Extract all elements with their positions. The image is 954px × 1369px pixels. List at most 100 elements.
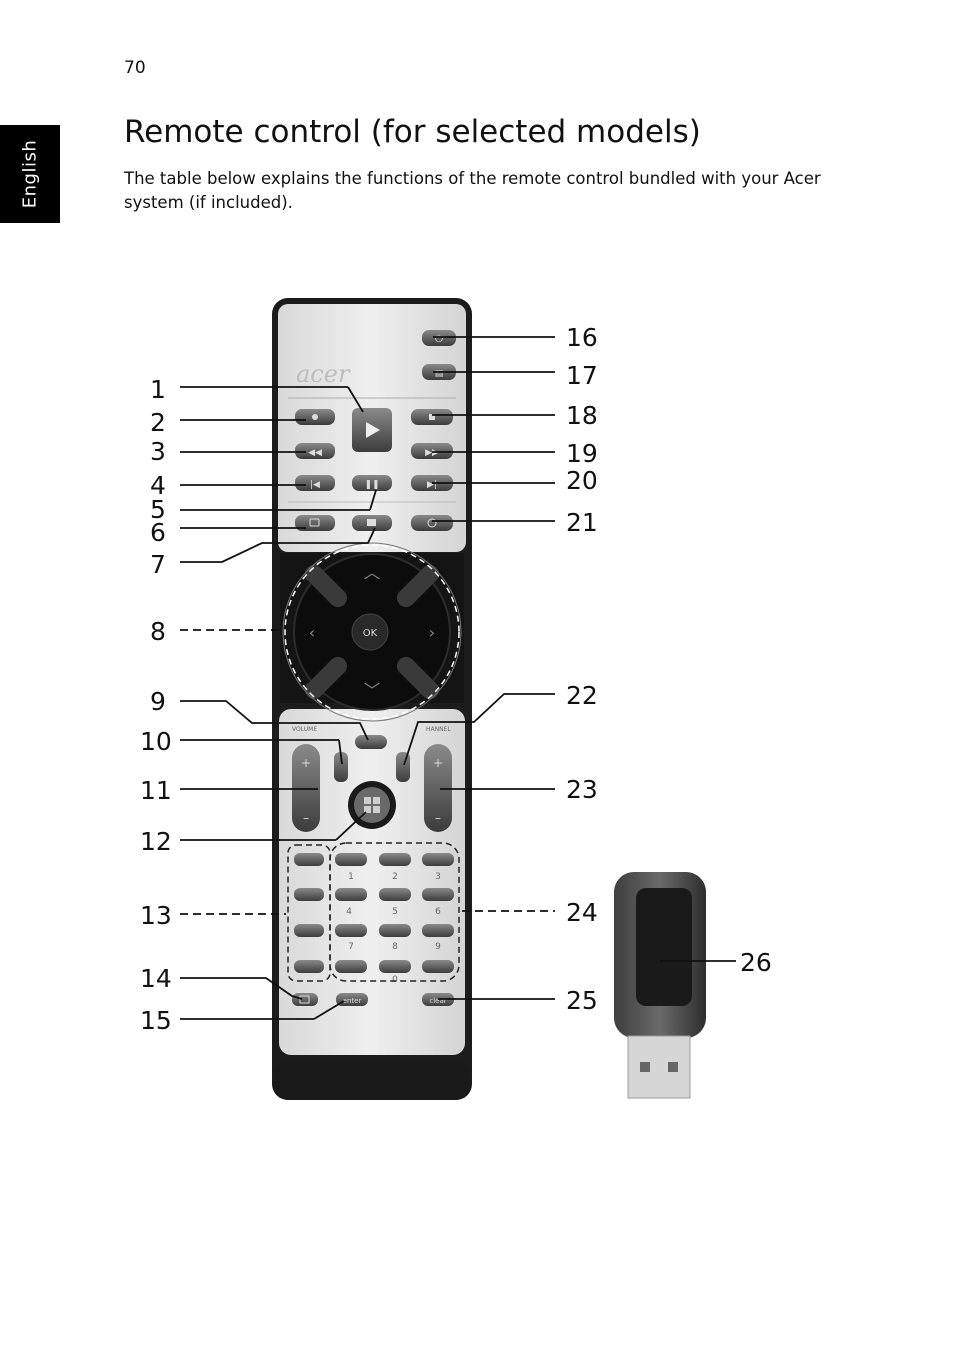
- channel-up-icon: +: [433, 756, 443, 770]
- keypad-digit: 5: [392, 907, 398, 917]
- keypad-button[interactable]: [379, 924, 411, 937]
- side-tab-label: English: [19, 139, 41, 209]
- nav-pad-arms: [305, 565, 439, 699]
- callout-number: 20: [566, 466, 598, 495]
- skip-back-icon: |◀: [310, 480, 320, 490]
- callout-number: 16: [566, 323, 598, 352]
- keypad-button[interactable]: [379, 853, 411, 866]
- dongle-body: [614, 872, 706, 1038]
- callout-number: 18: [566, 401, 598, 430]
- callout-number: 22: [566, 681, 598, 710]
- callout-number: 26: [740, 948, 772, 977]
- connector-slot: [668, 1062, 678, 1072]
- remote-control: acer ⏻ ▤ ◀◀ ▶▶ |◀ ❚❚ ▶|: [272, 298, 472, 1100]
- numeric-keypad: 1 2 3 4 5 6 7 8 9 0: [335, 853, 454, 985]
- keypad-digit: 0: [392, 975, 398, 985]
- callout-number: 6: [150, 518, 166, 547]
- callout-number: 8: [150, 617, 166, 646]
- skip-forward-button[interactable]: [411, 475, 453, 491]
- keypad-button[interactable]: [335, 853, 367, 866]
- pause-icon: ❚❚: [364, 480, 379, 490]
- ok-button[interactable]: [351, 613, 389, 651]
- keypad-button[interactable]: [422, 924, 454, 937]
- play-icon: [366, 422, 380, 438]
- back-button[interactable]: [355, 735, 387, 749]
- remote-shell: [272, 298, 472, 1100]
- guide-icon: ▤: [435, 369, 444, 379]
- nav-up-icon[interactable]: ︿: [364, 563, 380, 582]
- color-button[interactable]: [294, 924, 324, 937]
- connector-slot: [640, 1062, 650, 1072]
- teletext-button[interactable]: [352, 515, 392, 531]
- callout-number: 3: [150, 437, 166, 466]
- record-icon: [312, 414, 318, 420]
- keypad-button[interactable]: [422, 853, 454, 866]
- keypad-digit: 3: [435, 872, 441, 882]
- keypad-button[interactable]: [335, 924, 367, 937]
- windows-logo-icon: [364, 797, 380, 813]
- nav-pad-highlight-outline: [282, 542, 462, 722]
- teletext-toggle-button[interactable]: [292, 993, 318, 1006]
- fast-forward-button[interactable]: [411, 443, 453, 459]
- power-button[interactable]: [422, 330, 456, 346]
- guide-button[interactable]: [422, 364, 456, 380]
- callout-number: 4: [150, 471, 166, 500]
- callout-number: 1: [150, 375, 166, 404]
- callout-number: 25: [566, 986, 598, 1015]
- mute-audio-button[interactable]: [411, 515, 453, 531]
- dongle-connector: [627, 1035, 691, 1099]
- callout-number: 11: [140, 776, 172, 805]
- keypad-digit: 9: [435, 942, 441, 952]
- skip-back-button[interactable]: [295, 475, 335, 491]
- dvd-menu-button[interactable]: [295, 515, 335, 531]
- nav-down-icon[interactable]: ﹀: [364, 681, 380, 700]
- keypad-button[interactable]: [379, 960, 411, 973]
- windows-start-button[interactable]: [348, 781, 396, 829]
- play-button[interactable]: [352, 408, 392, 452]
- clear-button[interactable]: [422, 993, 454, 1006]
- channel-rocker[interactable]: [424, 744, 452, 832]
- info-button[interactable]: [396, 752, 410, 782]
- audio-icon: [427, 518, 437, 528]
- keypad-button[interactable]: [422, 888, 454, 901]
- callout-number: 13: [140, 901, 172, 930]
- callout-number: 10: [140, 727, 172, 756]
- callout-number: 5: [150, 495, 166, 524]
- dvd-icon: [309, 518, 320, 527]
- record-button[interactable]: [295, 409, 335, 425]
- power-icon: ⏻: [435, 334, 443, 345]
- channel-down-icon: –: [435, 811, 441, 825]
- remote-top-panel: [278, 304, 466, 552]
- keypad-digit: 8: [392, 942, 398, 952]
- enter-label: enter: [343, 997, 362, 1005]
- channel-label: HANNEL: [426, 726, 451, 733]
- color-button[interactable]: [294, 960, 324, 973]
- color-button[interactable]: [294, 888, 324, 901]
- enter-button[interactable]: [336, 993, 368, 1006]
- nav-pad-ring: [293, 553, 451, 711]
- volume-rocker[interactable]: [292, 744, 320, 832]
- keypad-button[interactable]: [379, 888, 411, 901]
- remote-brand-logo: acer: [296, 360, 351, 388]
- remote-lower-panel: [279, 709, 465, 1055]
- nav-left-icon[interactable]: ‹: [309, 623, 315, 642]
- keypad-button[interactable]: [422, 960, 454, 973]
- rewind-button[interactable]: [295, 443, 335, 459]
- mute-button[interactable]: [334, 752, 348, 782]
- stop-button[interactable]: [411, 409, 453, 425]
- color-button[interactable]: [294, 853, 324, 866]
- keypad-button[interactable]: [335, 960, 367, 973]
- volume-label: VOLUME: [292, 726, 317, 733]
- remote-nav-panel: [280, 553, 464, 703]
- pause-button[interactable]: [352, 475, 392, 491]
- keypad-highlight: [329, 842, 460, 982]
- volume-up-icon: +: [301, 756, 311, 770]
- callout-number: 19: [566, 439, 598, 468]
- teletext-toggle-icon: [299, 995, 310, 1004]
- color-column-highlight: [287, 844, 331, 982]
- page-title: Remote control (for selected models): [124, 114, 701, 150]
- keypad-button[interactable]: [335, 888, 367, 901]
- callout-numbers: 1 2 3 4 5 6 7 8 9 10 11 12 13 14 15 16 1…: [140, 323, 772, 1035]
- nav-right-icon[interactable]: ›: [429, 623, 435, 642]
- callout-number: 12: [140, 827, 172, 856]
